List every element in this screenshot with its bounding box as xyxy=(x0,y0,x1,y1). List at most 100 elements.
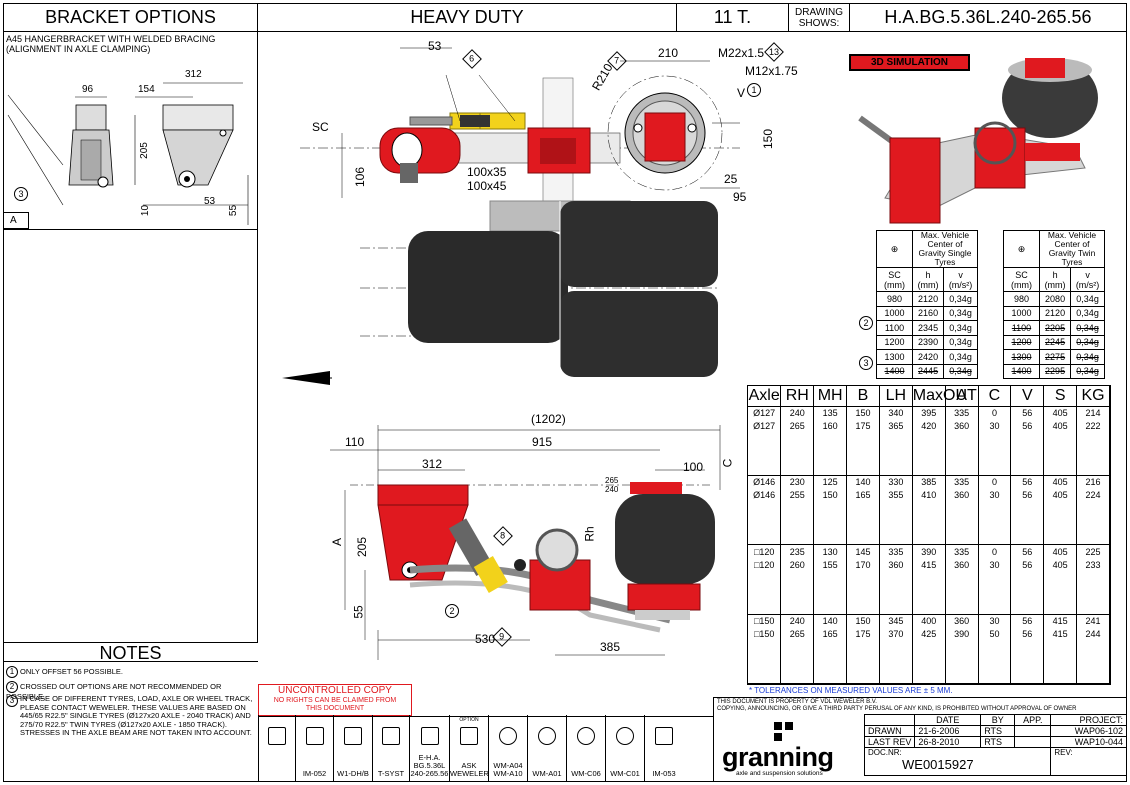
axle-cell: 410 xyxy=(912,488,946,503)
side-dim-rh: Rh xyxy=(582,526,597,542)
note-1-num: 1 xyxy=(6,666,18,678)
axle-cell: □150 xyxy=(748,627,782,641)
wheel-icon xyxy=(577,727,595,745)
cog-twin-cell-h: 2080 xyxy=(1038,291,1072,307)
axle-cell: 56 xyxy=(1010,544,1045,559)
wheel-icon xyxy=(499,727,517,745)
wheel-icon xyxy=(616,727,634,745)
axle-cell: Ø127 xyxy=(748,406,782,420)
top-callout-1: 1 xyxy=(747,83,761,97)
axle-cell: 56 xyxy=(1010,614,1045,628)
side-callout-9-num: 9 xyxy=(499,631,505,642)
axle-spacer-cell xyxy=(780,502,815,546)
axle-cell: 415 xyxy=(1043,627,1078,641)
axle-spacer-cell xyxy=(780,571,815,615)
bom-label: WM-A04 WM-A10 xyxy=(493,761,523,778)
cog-single-h-v: v (m/s²) xyxy=(943,267,978,292)
bom-item xyxy=(258,715,295,782)
cog-twin-cell-sc: 1100 xyxy=(1003,320,1040,336)
title-block: THIS DOCUMENT IS PROPERTY OF VDL WEWELER… xyxy=(713,697,1127,782)
axle-cell: 56 xyxy=(1010,488,1045,503)
cog-twin-h-v: v (m/s²) xyxy=(1070,267,1105,292)
axle-cell: 56 xyxy=(1010,419,1045,433)
axle-cell: 216 xyxy=(1076,475,1110,489)
side-callout-2: 2 xyxy=(445,604,459,618)
cog-single-cell-sc: 1200 xyxy=(876,334,913,350)
cog-single-h-sc: SC (mm) xyxy=(876,267,913,292)
axle-cell: 240 xyxy=(780,614,815,628)
cog-single-cell-v: 0,34g xyxy=(943,305,978,321)
axle-spacer-cell xyxy=(846,432,880,476)
cog-single-cell-sc: 1400 xyxy=(876,363,913,379)
axle-cell: 265 xyxy=(780,627,815,641)
axle-cell: 0 xyxy=(978,406,1012,420)
axle-cell: 340 xyxy=(879,406,913,420)
tool-icon xyxy=(305,727,324,745)
axle-cell: 400 xyxy=(912,614,946,628)
axle-spacer-cell xyxy=(945,432,979,476)
drawing-shows-label: DRAWING SHOWS: xyxy=(788,3,850,32)
axle-cell: 150 xyxy=(813,488,848,503)
cog-twin-cell-v: 0,34g xyxy=(1070,349,1105,365)
cog-twin-cell-v: 0,34g xyxy=(1070,334,1105,350)
axle-cell: 165 xyxy=(813,627,848,641)
axle-cell: 335 xyxy=(945,406,979,420)
axle-cell: 385 xyxy=(912,475,946,489)
bom-item: IM-053 xyxy=(644,715,683,782)
bom-label: ASK WEWELER xyxy=(450,761,489,778)
axle-cell: Ø146 xyxy=(748,488,782,503)
axle-cell: 415 xyxy=(1043,614,1078,628)
axle-spacer-cell xyxy=(945,571,979,615)
bracket-dim-205: 205 xyxy=(138,142,150,159)
axle-spacer-cell xyxy=(1043,640,1078,684)
bracket-desc-line1: A45 HANGERBRACKET WITH WELDED BRACING xyxy=(6,34,216,44)
axle-cell: 360 xyxy=(879,558,913,572)
cog-twin-cell-h: 2295 xyxy=(1038,363,1072,379)
cog-single-table: ⊕Max. Vehicle Center of Gravity Single T… xyxy=(876,230,978,379)
axle-group-spacer xyxy=(748,502,1110,546)
cog-twin-title: Max. Vehicle Center of Gravity Twin Tyre… xyxy=(1039,230,1105,268)
axle-spacer-cell xyxy=(1043,432,1078,476)
axle-header-10: KG xyxy=(1076,386,1110,407)
top-callout-7-num: 7 xyxy=(614,55,620,66)
top-dim-v: V xyxy=(737,86,746,100)
bom-option-tag: OPTION xyxy=(459,717,479,723)
bracket-tag-a: A xyxy=(3,212,29,229)
tb-drawn-by: RTS xyxy=(980,725,1016,737)
tb-docnr-label: DOC.NR: xyxy=(868,748,902,757)
axle-cell: 160 xyxy=(813,419,848,433)
axle-spacer-cell xyxy=(1010,502,1045,546)
axle-cell: 170 xyxy=(846,558,880,572)
uncontrolled-line2: NO RIGHTS CAN BE CLAIMED FROM THIS DOCUM… xyxy=(273,697,397,712)
tb-lastrev-by: RTS xyxy=(980,736,1016,748)
axle-spacer-cell xyxy=(912,571,946,615)
axle-cell: 420 xyxy=(912,419,946,433)
tb-rev-label: REV: xyxy=(1050,747,1127,776)
side-dim-530: 530 xyxy=(475,632,496,646)
tb-lastrev-date: 26-8-2010 xyxy=(914,736,982,748)
axle-cell: 30 xyxy=(978,614,1012,628)
axle-header-5: MaxOUT xyxy=(912,386,977,407)
axle-spacer-cell xyxy=(780,432,815,476)
side-dim-205: 205 xyxy=(355,536,370,558)
axle-cell: 56 xyxy=(1010,627,1045,641)
cog-single-title: Max. Vehicle Center of Gravity Single Ty… xyxy=(912,230,978,268)
tb-col-by: BY xyxy=(980,714,1016,726)
cog-twin-cell-v: 0,34g xyxy=(1070,305,1105,321)
cog-single-cell-h: 2445 xyxy=(911,363,945,379)
tb-empty xyxy=(863,714,916,726)
axle-spacer-cell xyxy=(846,502,880,546)
bom-item: E-H.A. BG.5.36L 240-265.56 xyxy=(409,715,449,782)
bom-label: T-SYST xyxy=(377,769,405,778)
top-dim-sc: SC xyxy=(312,120,329,134)
axle-cell: 244 xyxy=(1076,627,1110,641)
bom-label: WM-A01 xyxy=(532,769,562,778)
axle-spacer-cell xyxy=(748,571,782,615)
axle-spacer-cell xyxy=(879,432,913,476)
cog-twin-h-h: h (mm) xyxy=(1038,267,1072,292)
bracket-dim-10: 10 xyxy=(140,204,152,217)
top-dim-m22: M22x1.5 xyxy=(718,46,765,60)
